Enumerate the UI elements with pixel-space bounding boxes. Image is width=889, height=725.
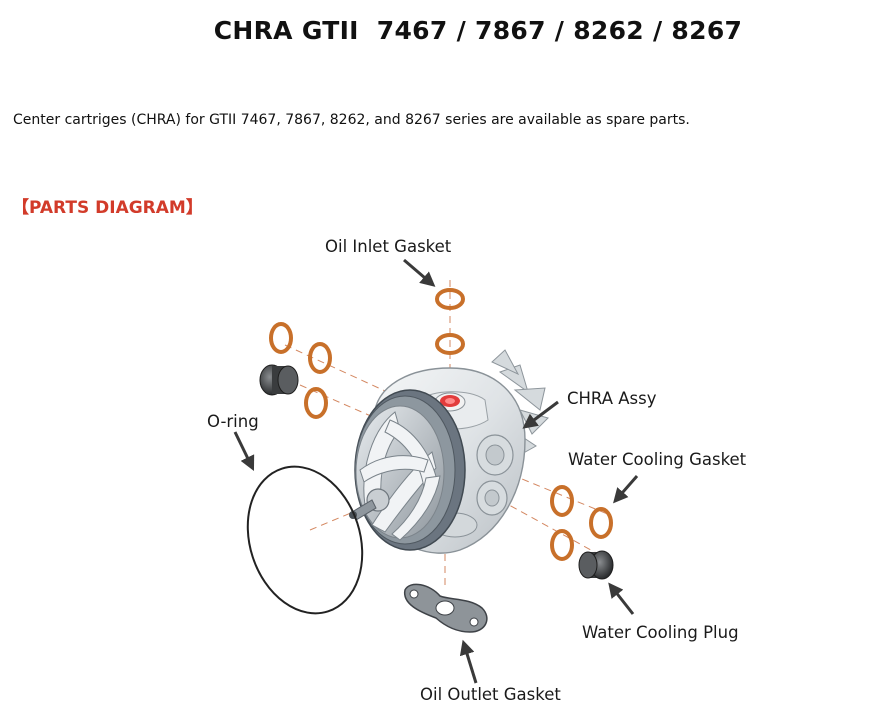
water-cooling-plug <box>578 550 614 580</box>
arrow-oil-outlet <box>459 639 478 684</box>
o-ring <box>246 465 364 615</box>
oil-inlet-gasket-upper <box>435 288 465 310</box>
label-water-cooling-gasket: Water Cooling Gasket <box>568 450 747 469</box>
water-gasket-1 <box>550 485 574 517</box>
page-title: CHRA GTII 7467 / 7867 / 8262 / 8267 <box>213 16 743 45</box>
intro-text: Center cartriges (CHRA) for GTII 7467, 7… <box>13 112 690 128</box>
left-gasket-2 <box>308 342 332 374</box>
arrow-chra-assy <box>522 400 559 429</box>
callout-arrows <box>233 258 639 684</box>
arrow-oil-inlet <box>403 258 436 287</box>
label-water-cooling-plug: Water Cooling Plug <box>582 623 739 642</box>
left-plug <box>259 364 299 396</box>
left-gasket-3 <box>304 387 328 419</box>
left-gasket-1 <box>269 322 293 354</box>
compressor-wheel <box>349 389 466 551</box>
section-heading: 【PARTS DIAGRAM】 <box>12 198 203 218</box>
label-oil-inlet-gasket: Oil Inlet Gasket <box>325 237 452 256</box>
water-gasket-2 <box>589 507 613 539</box>
water-gasket-3 <box>550 529 574 561</box>
arrow-o-ring <box>233 431 255 472</box>
label-o-ring: O-ring <box>207 412 259 431</box>
arrow-water-gasket <box>613 475 639 504</box>
copper-gaskets <box>269 288 613 561</box>
label-chra-assy: CHRA Assy <box>567 389 657 408</box>
label-oil-outlet-gasket: Oil Outlet Gasket <box>420 685 561 704</box>
oil-inlet-gasket-lower <box>435 333 465 355</box>
arrow-water-plug <box>608 582 635 615</box>
oil-outlet-gasket <box>404 583 488 633</box>
